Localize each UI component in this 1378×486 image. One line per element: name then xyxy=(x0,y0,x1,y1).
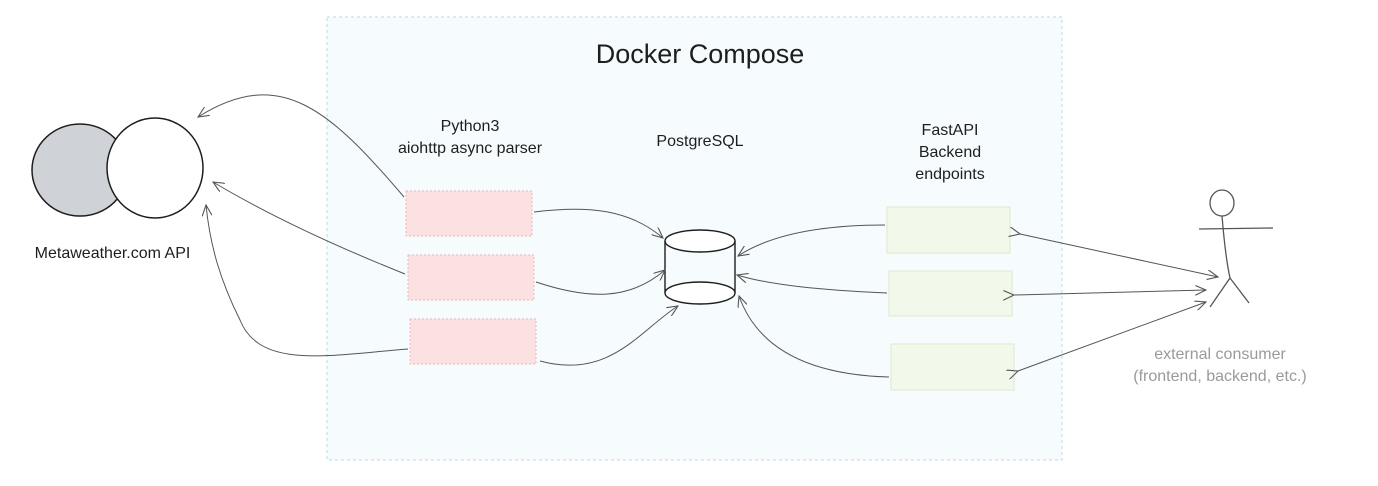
stick-figure-icon xyxy=(1198,189,1274,308)
parser-to-api-arrows xyxy=(198,94,409,357)
parser-box-2 xyxy=(407,254,535,301)
docker-compose-title: Docker Compose xyxy=(595,39,805,69)
endpoint-box-3 xyxy=(890,343,1015,391)
fastapi-label-line-1: FastAPI xyxy=(921,122,979,139)
postgresql-label: PostgreSQL xyxy=(656,133,744,150)
parser-to-db-arrows xyxy=(533,208,678,366)
python-label-line-2: aiohttp async parser xyxy=(397,140,543,157)
parser-box-3 xyxy=(409,318,537,365)
parser-box-1 xyxy=(405,190,533,237)
endpoint-box-1 xyxy=(886,206,1011,254)
consumer-label-line-1: external consumer xyxy=(1154,346,1286,363)
endpoint-box-2 xyxy=(888,270,1013,317)
fastapi-label-line-3: endpoints xyxy=(915,166,985,183)
fastapi-label-line-2: Backend xyxy=(918,144,982,161)
fastapi-label: FastAPI Backend endpoints xyxy=(860,120,1040,186)
endpoint-to-db-arrows xyxy=(737,224,890,378)
consumer-endpoint-arrows xyxy=(1014,234,1218,371)
consumer-label-line-2: (frontend, backend, etc.) xyxy=(1133,368,1307,385)
external-consumer-label: external consumer (frontend, backend, et… xyxy=(1115,344,1325,388)
metaweather-api-label: Metaweather.com API xyxy=(34,245,191,262)
metaweather-api-node xyxy=(31,117,204,219)
python-label-line-1: Python3 xyxy=(440,118,500,135)
database-cylinder-icon xyxy=(664,229,736,305)
python-parser-label: Python3 aiohttp async parser xyxy=(370,116,570,160)
